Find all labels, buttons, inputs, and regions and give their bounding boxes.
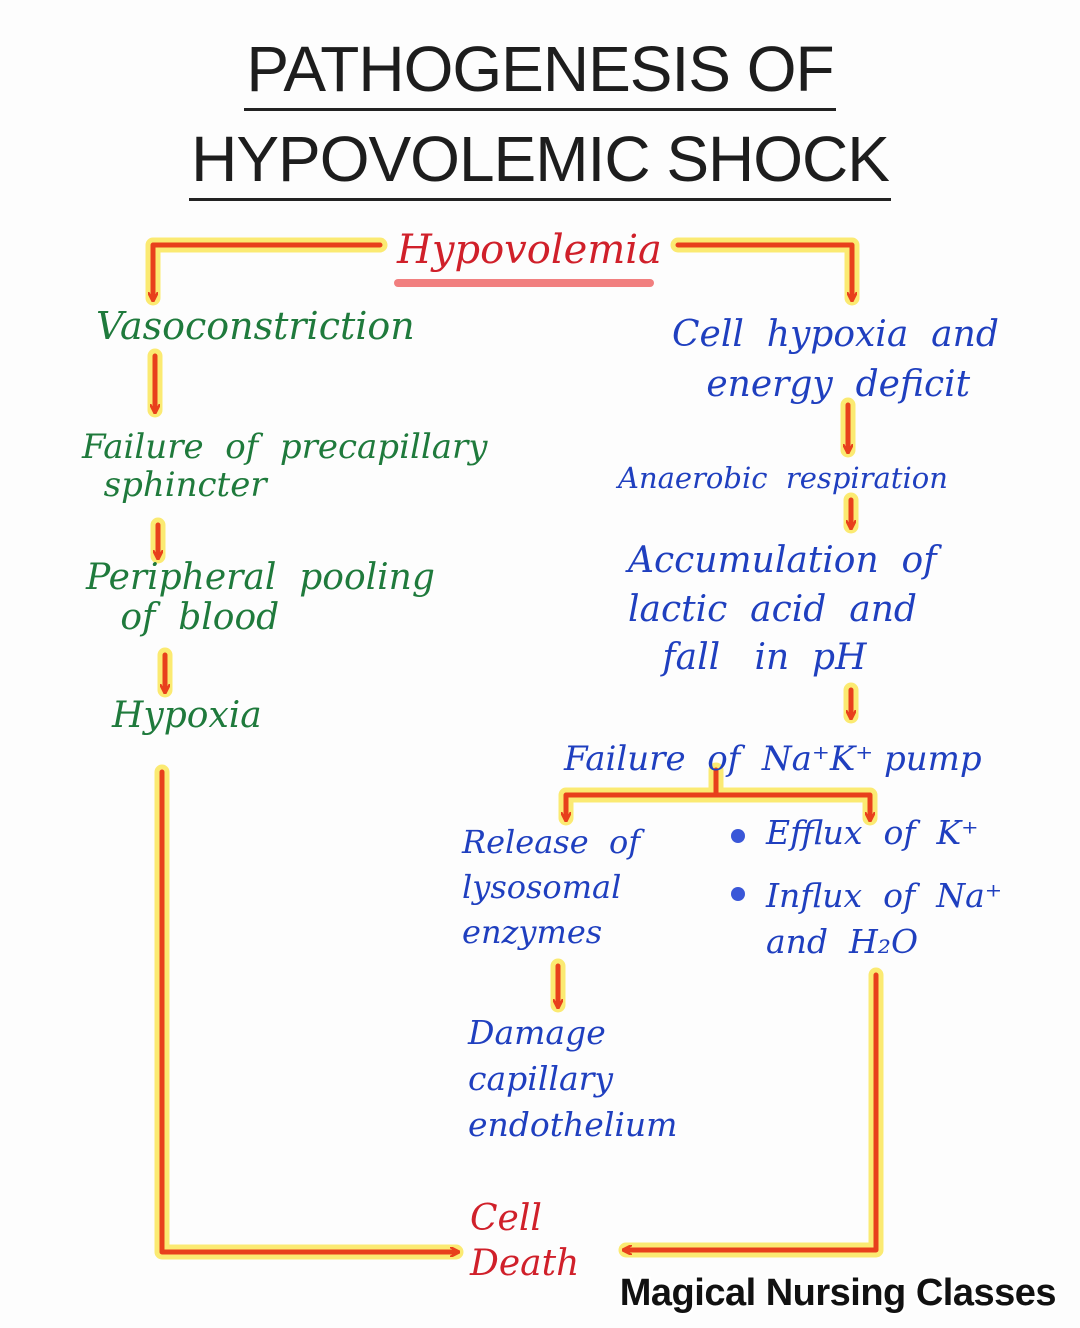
arrow-pump-branch xyxy=(563,767,870,818)
node-vasoconstriction: Vasoconstriction xyxy=(96,304,415,348)
node-efflux: Efflux of K⁺ xyxy=(766,813,979,852)
arrow-hypovolemia-to-vasoconstriction xyxy=(153,242,383,298)
bullet-efflux xyxy=(731,829,745,843)
node-lactic-acid: Accumulation of lactic acid and fall in … xyxy=(628,540,937,679)
arrow-hypoxia-to-cell-death xyxy=(159,769,456,1252)
title-line-1: PATHOGENESIS OF xyxy=(0,30,1080,111)
node-damage-capillary: Damage capillary endothelium xyxy=(468,1013,678,1145)
bullet-influx xyxy=(731,887,745,901)
arrow-hypovolemia-to-cell-hypoxia xyxy=(675,242,852,298)
node-cell-hypoxia: Cell hypoxia and energy deficit xyxy=(672,314,999,405)
node-cell-death: Cell Death xyxy=(470,1198,580,1284)
node-pump-failure: Failure of Na⁺K⁺ pump xyxy=(564,739,982,779)
arrow-hypovolemia-to-cell-hypoxia-highlight xyxy=(670,237,860,306)
watermark: Magical Nursing Classes xyxy=(619,1272,1057,1314)
arrow-hypoxia-to-cell-death-highlight xyxy=(154,764,464,1260)
node-hypovolemia: Hypovolemia xyxy=(397,227,662,273)
arrow-influx-to-cell-death xyxy=(626,972,879,1250)
node-failure-precapillary: Failure of precapillary sphincter xyxy=(82,427,488,506)
node-peripheral-pooling: Peripheral pooling of blood xyxy=(86,557,435,639)
node-release-lysosomal: Release of lysosomal enzymes xyxy=(462,823,641,951)
arrow-hypovolemia-to-vasoconstriction-highlight xyxy=(145,237,388,306)
node-hypoxia: Hypoxia xyxy=(112,695,262,736)
node-influx: Influx of Na⁺ and H₂O xyxy=(766,876,1003,962)
title-line-2: HYPOVOLEMIC SHOCK xyxy=(0,120,1080,201)
node-anaerobic-respiration: Anaerobic respiration xyxy=(618,461,948,495)
